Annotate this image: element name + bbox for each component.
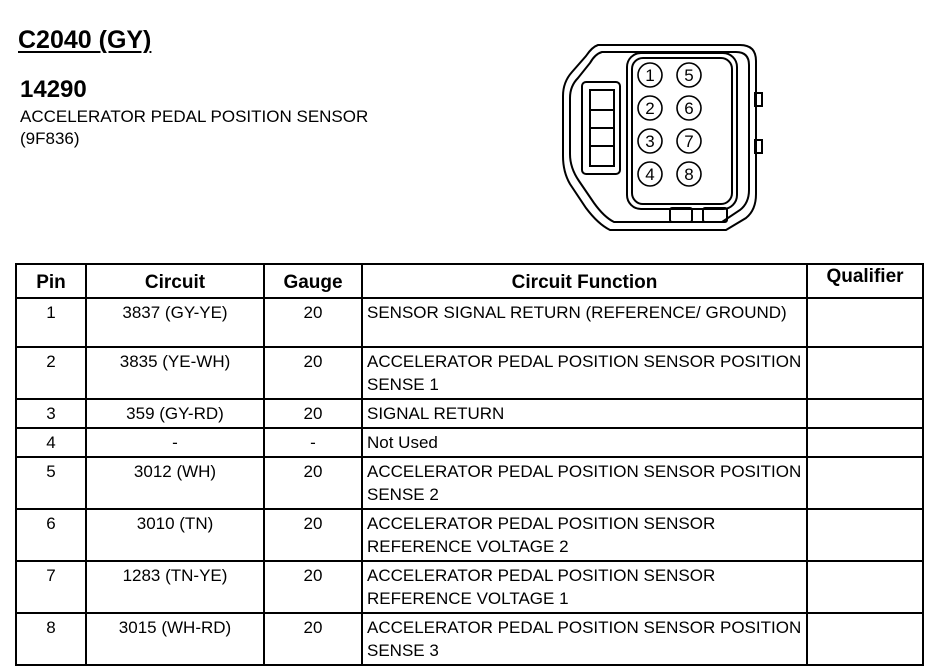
pin-cavity-number: 3 <box>645 132 654 151</box>
bottom-latch <box>702 207 728 223</box>
circuit-cell: 3010 (TN) <box>85 508 265 562</box>
pin-cavity-number: 5 <box>684 66 693 85</box>
header-gauge: Gauge <box>263 263 363 299</box>
pin-cavity-circle <box>676 128 702 154</box>
pin-cavity-number: 8 <box>684 165 693 184</box>
pin-cavity-circle <box>637 128 663 154</box>
circuit-cell: 3012 (WH) <box>85 456 265 510</box>
circuit-function-cell: ACCELERATOR PEDAL POSITION SENSOR POSITI… <box>361 612 808 666</box>
circuit-cell: 3015 (WH-RD) <box>85 612 265 666</box>
gauge-cell: 20 <box>263 346 363 400</box>
gauge-cell: 20 <box>263 612 363 666</box>
connector-housing-inner-outline <box>569 51 750 223</box>
circuit-function-cell: Not Used <box>361 427 808 458</box>
header-circuit-function: Circuit Function <box>361 263 808 299</box>
pin-cavity-circle <box>637 161 663 187</box>
qualifier-cell <box>806 297 924 348</box>
table-row: 4--Not Used <box>15 427 924 458</box>
qualifier-cell <box>806 456 924 510</box>
part-number: 14290 <box>20 76 87 103</box>
gauge-cell: 20 <box>263 560 363 614</box>
pin-cavity-number: 4 <box>645 165 654 184</box>
circuit-function-cell: ACCELERATOR PEDAL POSITION SENSOR REFERE… <box>361 508 808 562</box>
pin-cavity-number: 2 <box>645 99 654 118</box>
header-qualifier: Qualifier <box>806 263 924 299</box>
gauge-cell: 20 <box>263 456 363 510</box>
pin-cavity-circle <box>637 95 663 121</box>
circuit-cell: - <box>85 427 265 458</box>
circuit-cell: 3837 (GY-YE) <box>85 297 265 348</box>
pin-cavity-circle <box>676 95 702 121</box>
pinout-table: Pin Circuit Gauge Circuit Function Quali… <box>15 263 924 666</box>
key-slot <box>754 139 763 154</box>
pin-cell: 1 <box>15 297 87 348</box>
header-circuit: Circuit <box>85 263 265 299</box>
qualifier-cell <box>806 560 924 614</box>
circuit-cell: 359 (GY-RD) <box>85 398 265 429</box>
pin-cavity-circle <box>637 62 663 88</box>
circuit-function-cell: ACCELERATOR PEDAL POSITION SENSOR POSITI… <box>361 456 808 510</box>
pin-cell: 6 <box>15 508 87 562</box>
pin-cavity-circle <box>676 161 702 187</box>
pin-cell: 8 <box>15 612 87 666</box>
pin-cell: 4 <box>15 427 87 458</box>
circuit-function-cell: SIGNAL RETURN <box>361 398 808 429</box>
pin-cavity-circle <box>676 62 702 88</box>
header-pin: Pin <box>15 263 87 299</box>
circuit-function-cell: ACCELERATOR PEDAL POSITION SENSOR POSITI… <box>361 346 808 400</box>
connector-face-diagram: 1 2 3 4 5 6 7 8 <box>562 44 763 231</box>
component-name: ACCELERATOR PEDAL POSITION SENSOR (9F836… <box>20 107 369 148</box>
pin-cavity-number: 1 <box>645 66 654 85</box>
circuit-function-cell: SENSOR SIGNAL RETURN (REFERENCE/ GROUND) <box>361 297 808 348</box>
connector-id: C2040 (GY) <box>18 26 152 54</box>
gauge-cell: 20 <box>263 297 363 348</box>
qualifier-cell <box>806 346 924 400</box>
pin-cavity-number: 6 <box>684 99 693 118</box>
pin-cavity-number: 7 <box>684 132 693 151</box>
gauge-cell: - <box>263 427 363 458</box>
circuit-cell: 1283 (TN-YE) <box>85 560 265 614</box>
circuit-cell: 3835 (YE-WH) <box>85 346 265 400</box>
circuit-function-cell: ACCELERATOR PEDAL POSITION SENSOR REFERE… <box>361 560 808 614</box>
qualifier-cell <box>806 398 924 429</box>
bottom-latch <box>669 207 693 223</box>
qualifier-cell <box>806 508 924 562</box>
pin-cell: 5 <box>15 456 87 510</box>
qualifier-cell <box>806 427 924 458</box>
pin-cell: 3 <box>15 398 87 429</box>
connector-housing-outline <box>562 44 757 231</box>
table-header-row: Pin Circuit Gauge Circuit Function Quali… <box>15 263 924 299</box>
locking-tab <box>581 81 621 175</box>
pin-cell: 2 <box>15 346 87 400</box>
pin-cell: 7 <box>15 560 87 614</box>
pin-field-inner <box>631 57 733 205</box>
qualifier-cell <box>806 612 924 666</box>
gauge-cell: 20 <box>263 508 363 562</box>
key-slot <box>754 92 763 107</box>
gauge-cell: 20 <box>263 398 363 429</box>
